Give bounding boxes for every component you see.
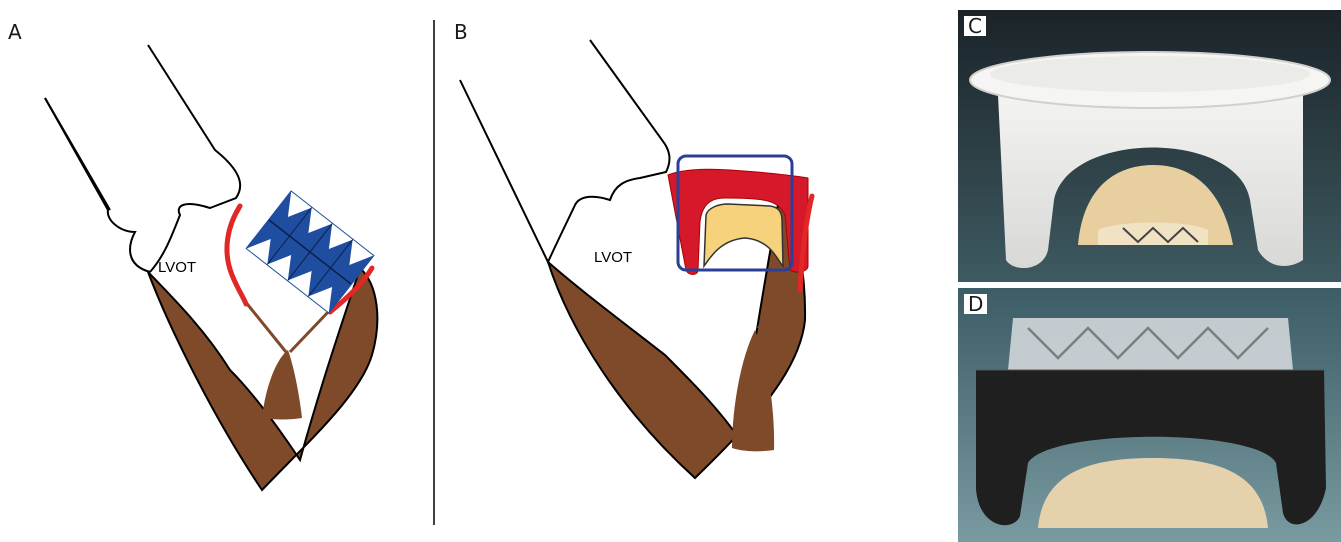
panel-a-aorta-outline: [45, 45, 240, 272]
panel-d-photo: [958, 288, 1341, 542]
panel-d-device: [958, 288, 1341, 542]
panel-c-photo: [958, 10, 1341, 282]
panel-divider: [432, 20, 436, 540]
panel-c-device: [958, 10, 1341, 282]
panel-b-diagram: LVOT: [440, 0, 880, 542]
panel-c-letter: C: [964, 16, 986, 36]
panel-a-aortic-wall: [45, 98, 110, 210]
panel-a-lvot-label: LVOT: [158, 259, 196, 276]
panel-a-leaflet-left: [227, 206, 246, 304]
panel-a-papillary-muscle: [262, 350, 302, 420]
panel-d-letter: D: [964, 294, 987, 314]
panel-a-chordae-left: [244, 300, 286, 352]
panel-b-aorta-outline: [460, 40, 669, 262]
panel-b-lvot-label: LVOT: [594, 249, 632, 266]
panel-a-diagram: LVOT: [0, 0, 440, 542]
panel-a-chordae-right: [290, 310, 330, 352]
